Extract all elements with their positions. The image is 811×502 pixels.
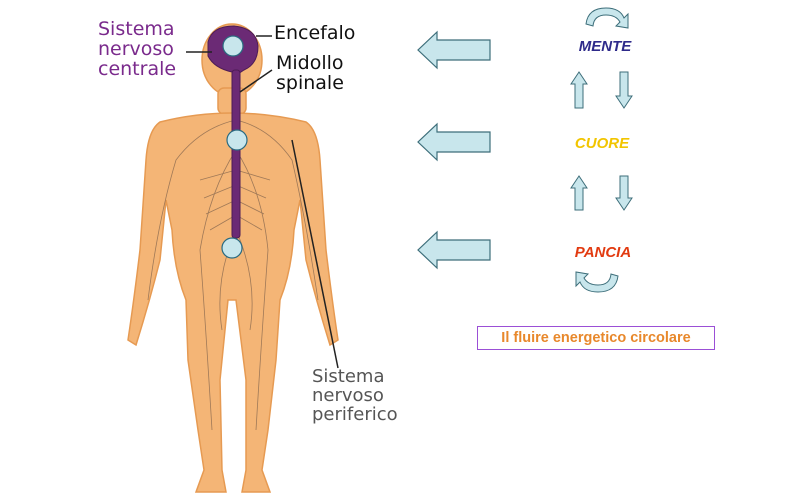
leader-lines xyxy=(186,35,339,369)
arrow-left-icon xyxy=(417,230,491,270)
cns-label-line: nervoso xyxy=(98,37,174,60)
spinal-cord-label-line: Midollo xyxy=(276,52,344,74)
circular-arrows xyxy=(575,7,629,293)
cns-label-line: Sistema xyxy=(98,18,175,40)
energy-nodes xyxy=(221,35,248,259)
level-belly: PANCIA xyxy=(574,244,632,261)
pns-label: Sistema nervoso periferico xyxy=(312,366,398,425)
cns-label-line: centrale xyxy=(98,57,177,80)
pns-label-line: periferico xyxy=(312,403,398,425)
updown-arrows xyxy=(570,71,633,211)
spinal-cord-label-line: spinale xyxy=(276,71,344,94)
arrow-left-icon xyxy=(417,122,491,162)
circular-arrow-icon xyxy=(575,271,619,293)
arrow-down-icon xyxy=(615,175,633,211)
pns-label-line: nervoso xyxy=(312,384,384,406)
left-arrows xyxy=(417,30,491,270)
brain-label: Encefalo xyxy=(274,22,356,44)
node-belly xyxy=(221,237,243,259)
cns-label: Sistema nervoso centrale xyxy=(98,18,177,80)
arrow-left-icon xyxy=(417,30,491,70)
level-heart: CUORE xyxy=(574,135,630,152)
arrow-up-icon xyxy=(570,175,588,211)
caption-box: Il fluire energetico circolare xyxy=(477,326,715,350)
pns-label-line: Sistema xyxy=(312,366,385,387)
level-mind: MENTE xyxy=(578,38,632,55)
arrow-down-icon xyxy=(615,71,633,109)
circular-arrow-icon xyxy=(585,7,629,29)
node-mind xyxy=(222,35,244,57)
arrow-up-icon xyxy=(570,71,588,109)
spinal-cord-label: Midollo spinale xyxy=(276,52,344,94)
caption-text: Il fluire energetico circolare xyxy=(501,330,691,346)
node-heart xyxy=(226,129,248,151)
peripheral-nerves xyxy=(147,119,319,431)
